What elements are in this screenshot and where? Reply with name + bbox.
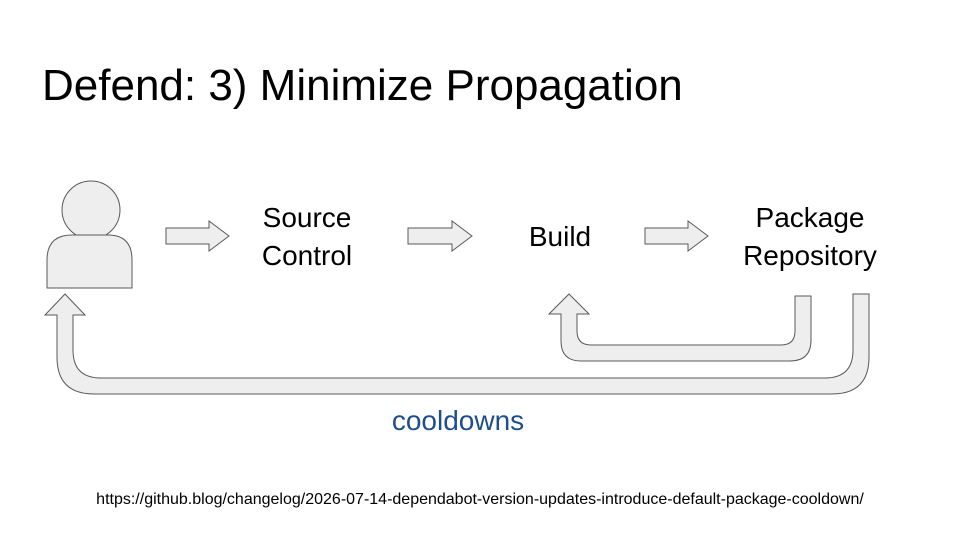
person-icon (46, 180, 133, 289)
stage-label-build: Build (528, 221, 592, 252)
stage-label-line: Source (262, 202, 352, 233)
stage-label-source-control: Source Control (227, 199, 387, 275)
feedback-label-cooldowns: cooldowns (391, 405, 525, 436)
slide-title: Defend: 3) Minimize Propagation (42, 61, 683, 110)
arrow-source-to-build (407, 220, 473, 252)
arrow-user-to-source (165, 220, 230, 252)
stage-label-line: Control (261, 240, 353, 271)
stage-label-package-repository: Package Repository (715, 199, 905, 275)
feedback-repo-to-user (43, 293, 870, 395)
stage-label-line: Repository (743, 240, 877, 271)
arrow-build-to-repo (644, 220, 709, 252)
stage-label-line: Package (755, 202, 865, 233)
feedback-repo-to-build (547, 293, 812, 362)
reference-url[interactable]: https://github.blog/changelog/2026-07-14… (96, 491, 864, 508)
